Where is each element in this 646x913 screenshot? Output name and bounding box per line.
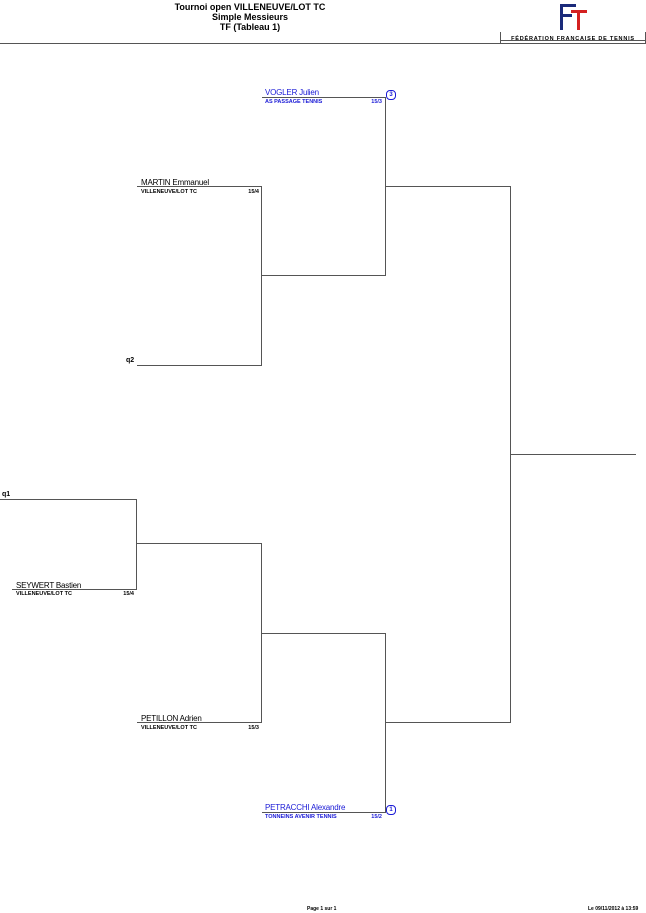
qualifier-label: q2 [126, 357, 135, 364]
player-club: AS PASSAGE TENNIS [265, 99, 323, 105]
player-club: TONNEINS AVENIR TENNIS [265, 814, 337, 820]
print-date: Le 09/11/2012 à 13:59 [588, 906, 639, 912]
player-club: VILLENEUVE/LOT TC [141, 725, 197, 731]
player-name: PETRACCHI Alexandre [265, 803, 346, 812]
player-name: SEYWERT Bastien [16, 581, 82, 590]
player-rank: 15/3 [248, 725, 259, 731]
seed-badge: 1 [386, 805, 396, 815]
player-name: VOGLER Julien [265, 88, 319, 97]
page-number: Page 1 sur 1 [307, 906, 337, 912]
player-rank: 15/4 [248, 189, 259, 195]
player-rank: 15/2 [371, 814, 382, 820]
event-name: Simple Messieurs [211, 12, 289, 22]
player-rank: 15/3 [371, 99, 382, 105]
player-club: VILLENEUVE/LOT TC [141, 189, 197, 195]
tournament-title: Tournoi open VILLENEUVE/LOT TC [174, 2, 326, 12]
fft-logo [556, 2, 590, 32]
player-club: VILLENEUVE/LOT TC [16, 591, 72, 597]
qualifier-label: q1 [2, 491, 11, 498]
player-name: MARTIN Emmanuel [141, 178, 209, 187]
player-rank: 15/4 [123, 591, 134, 597]
seed-badge: 3 [386, 90, 396, 100]
player-name: PETILLON Adrien [141, 714, 202, 723]
fft-logo-text: FÉDÉRATION FRANÇAISE DE TENNIS [511, 36, 635, 42]
table-name: TF (Tableau 1) [219, 22, 281, 32]
